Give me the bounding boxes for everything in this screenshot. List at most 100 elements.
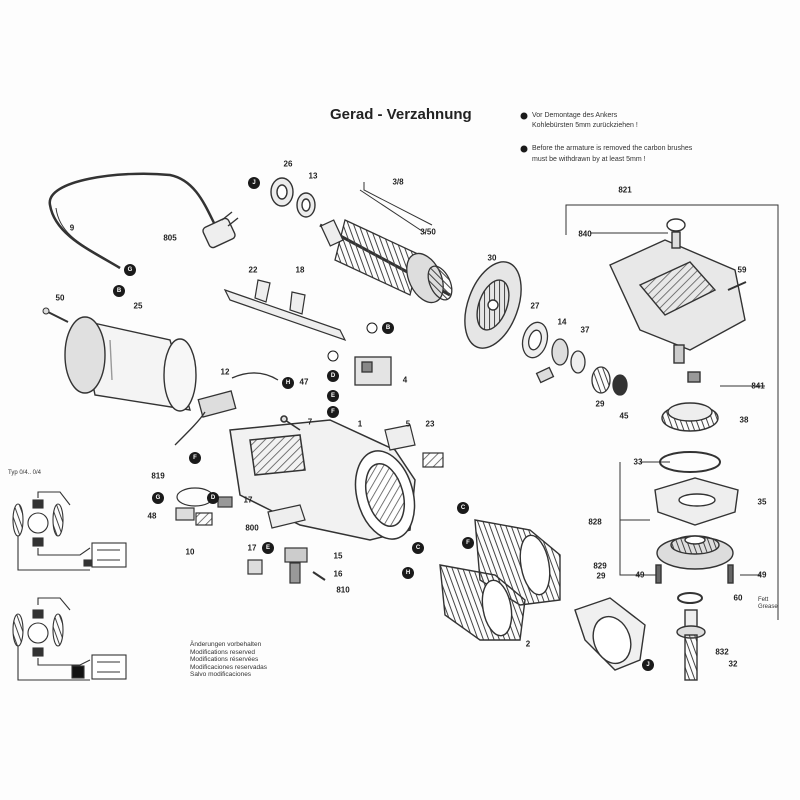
callout-4: 4 [402, 375, 408, 385]
marker-dot-c3: C [412, 542, 424, 554]
grease-label: Grease [758, 604, 778, 610]
note-line-2: Kohlebürsten 5mm zurückziehen ! [532, 122, 638, 129]
marker-dot-f: F [327, 406, 339, 418]
marker-dot-e: E [327, 390, 339, 402]
callout-800: 800 [245, 523, 259, 533]
callout-47: 47 [299, 377, 309, 387]
callout-810: 810 [336, 585, 350, 595]
callout-841: 841 [751, 381, 765, 391]
screw-7 [280, 415, 301, 431]
callout-2: 2 [525, 639, 531, 649]
marker-dot-f3: F [462, 537, 474, 549]
armature [319, 219, 453, 304]
callout-805: 805 [163, 233, 177, 243]
note-line-3: Before the armature is removed the carbo… [532, 145, 693, 152]
callout-35: 35 [757, 497, 767, 507]
callout-10: 10 [185, 547, 195, 557]
marker-dot-j2: J [642, 659, 654, 671]
callout-49-right: 49 [757, 570, 767, 580]
ring-60 [677, 592, 703, 604]
callout-50: 50 [55, 293, 65, 303]
marker-dot-j: J [248, 177, 260, 189]
field-coils [439, 519, 561, 641]
callout-819: 819 [151, 471, 165, 481]
marker-dot-g: G [124, 264, 136, 276]
callout-14: 14 [557, 317, 567, 327]
callout-49-left: 49 [635, 570, 645, 580]
type-label: Typ 0/4.. 0/4 [8, 470, 42, 476]
diagram-title: Gerad - Verzahnung [330, 106, 472, 123]
callout-59: 59 [737, 265, 747, 275]
callout-33: 33 [633, 457, 643, 467]
note-bullet-icon [520, 112, 528, 120]
callout-45: 45 [619, 411, 629, 421]
callout-29: 29 [595, 399, 605, 409]
callout-16: 16 [333, 569, 343, 579]
legend-line: Salvo modificaciones [190, 671, 252, 679]
callout-828: 828 [588, 517, 602, 527]
spindle [676, 609, 706, 681]
note-bullet-icon [520, 145, 528, 153]
callout-7: 7 [307, 417, 313, 427]
callout-840: 840 [578, 229, 592, 239]
guard [574, 597, 646, 671]
callout-3-8: 3/8 [392, 177, 404, 187]
motor-housing [64, 316, 197, 412]
legend-box: Änderungen vorbehalten Modifications res… [190, 641, 267, 679]
marker-dot-e2: E [262, 542, 274, 554]
marker-dot-h2: H [402, 567, 414, 579]
callout-821: 821 [618, 185, 632, 195]
callout-17-bottom: 17 [247, 543, 257, 553]
bevel-gear [661, 402, 719, 432]
legend-line: Modificaciones reservadas [190, 663, 267, 671]
fett-label: Fett [758, 597, 769, 603]
screw-50 [42, 307, 69, 323]
callout-12: 12 [220, 367, 230, 377]
legend-line: Modifications reserved [190, 648, 256, 656]
marker-dot-g2: G [152, 492, 164, 504]
callout-25: 25 [133, 301, 143, 311]
callout-23: 23 [425, 419, 435, 429]
marker-ring-a: A [366, 322, 378, 334]
gear-housing [609, 218, 747, 383]
power-cord [48, 172, 239, 270]
callout-5: 5 [405, 419, 411, 429]
marker-dot-h: H [282, 377, 294, 389]
callout-38: 38 [739, 415, 749, 425]
callout-32: 32 [728, 659, 738, 669]
callout-15: 15 [333, 551, 343, 561]
callout-48: 48 [147, 511, 157, 521]
marker-dot-c2: C [457, 502, 469, 514]
callout-17-top: 17 [243, 495, 253, 505]
callout-18: 18 [295, 265, 305, 275]
callout-27: 27 [530, 301, 540, 311]
callout-22: 22 [248, 265, 258, 275]
o-ring [659, 451, 721, 473]
marker-ring-c: C [327, 350, 339, 362]
brush-bracket [223, 279, 347, 342]
callout-13: 13 [308, 171, 318, 181]
callout-1: 1 [357, 419, 363, 429]
bearing-flange [655, 535, 734, 584]
callout-26: 26 [283, 159, 293, 169]
schematic-bottom [12, 597, 127, 681]
switch [354, 356, 392, 386]
leader-brackets [359, 182, 779, 620]
marker-dot-b: B [113, 285, 125, 297]
legend-line: Änderungen vorbehalten [190, 641, 262, 648]
schematic-top [12, 491, 127, 571]
fan [464, 261, 522, 349]
side-plate [384, 424, 444, 468]
marker-dot-d2: D [207, 492, 219, 504]
main-housing [229, 419, 416, 541]
callout-3-50: 3/50 [420, 227, 436, 237]
callout-29-guard: 29 [596, 571, 606, 581]
brush-holders [175, 487, 326, 584]
legend-line: Modifications réservées [190, 656, 259, 664]
bearings-top [270, 177, 316, 218]
marker-dot-f2: F [189, 452, 201, 464]
flange [654, 477, 739, 526]
callout-829: 829 [593, 561, 607, 571]
marker-dot-b2: B [382, 322, 394, 334]
